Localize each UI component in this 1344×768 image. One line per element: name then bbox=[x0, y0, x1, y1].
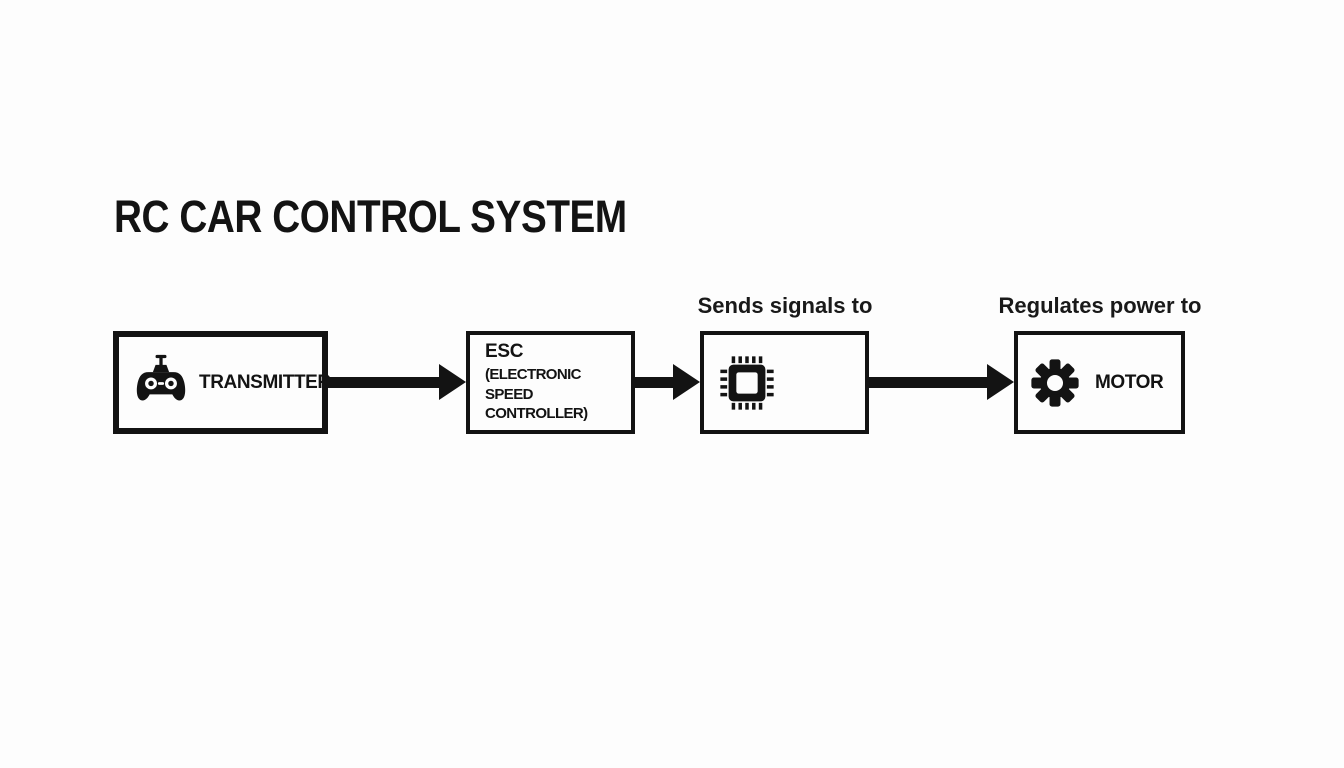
diagram-title: RC CAR CONTROL SYSTEM bbox=[114, 191, 627, 242]
arrow-esc-to-chip bbox=[634, 364, 700, 400]
arrow-shaft bbox=[868, 376, 987, 388]
edge-label-sends-signals: Sends signals to bbox=[697, 293, 873, 318]
arrow-head bbox=[987, 364, 1014, 400]
node-transmitter-label: TRANSMITTER bbox=[199, 371, 331, 393]
arrow-shaft bbox=[634, 376, 673, 388]
arrow-transmitter-to-esc bbox=[327, 364, 466, 400]
node-motor: MOTOR bbox=[1014, 331, 1185, 434]
arrow-head bbox=[673, 364, 700, 400]
node-esc-label: ESC bbox=[485, 341, 524, 363]
game-controller-icon bbox=[136, 354, 186, 400]
arrow-chip-to-motor bbox=[868, 364, 1014, 400]
node-esc-text: ESC (ELECTRONIC SPEED CONTROLLER) bbox=[485, 341, 631, 423]
arrow-shaft bbox=[327, 376, 439, 388]
edge-label-regulates-power: Regulates power to bbox=[998, 293, 1202, 318]
node-transmitter: TRANSMITTER bbox=[113, 331, 331, 434]
node-receiver-chip bbox=[700, 331, 869, 434]
node-esc-sublabel: (ELECTRONIC SPEED CONTROLLER) bbox=[485, 366, 588, 423]
node-motor-label: MOTOR bbox=[1095, 371, 1164, 393]
arrow-head bbox=[439, 364, 466, 400]
node-esc: ESC (ELECTRONIC SPEED CONTROLLER) bbox=[466, 331, 635, 434]
gear-icon bbox=[1031, 358, 1079, 407]
microchip-icon bbox=[720, 355, 774, 410]
